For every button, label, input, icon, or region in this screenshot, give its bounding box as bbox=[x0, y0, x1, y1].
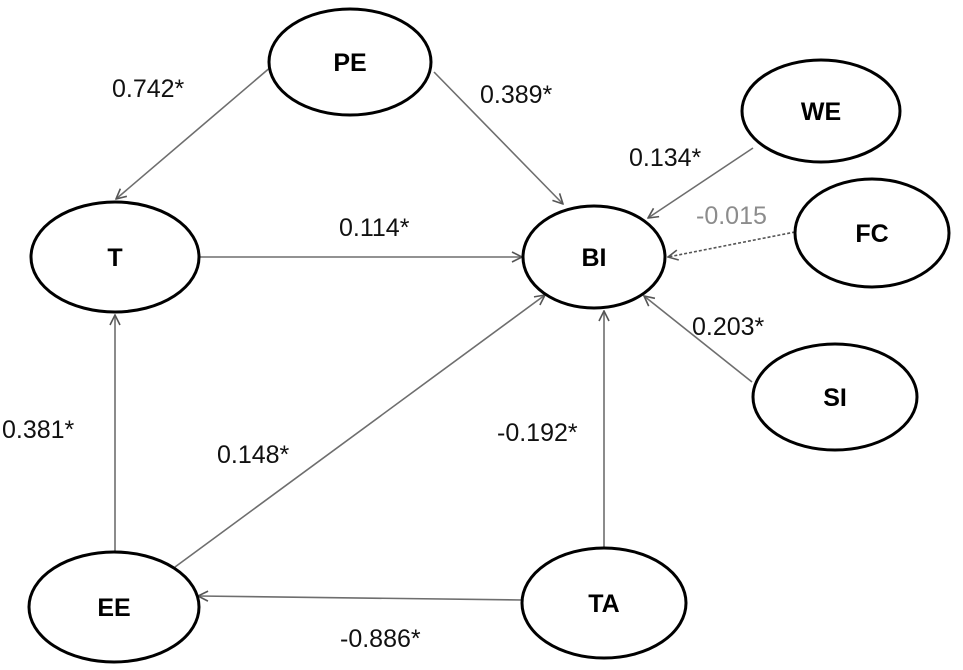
edge-label-ee-to-bi: 0.148* bbox=[217, 441, 290, 469]
node-pe: PE bbox=[267, 7, 433, 117]
node-label-we: WE bbox=[801, 98, 841, 126]
edge-ta-to-ee bbox=[198, 596, 523, 600]
node-si: SI bbox=[751, 342, 919, 452]
edge-pe-to-bi bbox=[433, 71, 563, 204]
node-bi: BI bbox=[521, 204, 667, 310]
edge-we-to-bi bbox=[648, 147, 754, 218]
edge-label-ta-to-bi: -0.192* bbox=[497, 419, 578, 447]
node-ta: TA bbox=[520, 546, 688, 660]
node-fc: FC bbox=[793, 177, 951, 289]
edge-label-pe-to-bi: 0.389* bbox=[480, 81, 553, 109]
edges bbox=[115, 65, 796, 600]
node-label-fc: FC bbox=[855, 220, 888, 248]
node-label-t: T bbox=[107, 244, 122, 272]
node-label-bi: BI bbox=[582, 244, 607, 272]
edge-si-to-bi bbox=[644, 296, 753, 383]
edge-label-ee-to-t: 0.381* bbox=[2, 416, 75, 444]
node-label-ta: TA bbox=[588, 590, 619, 618]
edge-ee-to-bi bbox=[174, 295, 545, 568]
node-we: WE bbox=[740, 58, 902, 164]
node-label-si: SI bbox=[823, 384, 847, 412]
edge-label-fc-to-bi: -0.015 bbox=[696, 202, 767, 230]
node-label-pe: PE bbox=[333, 49, 366, 77]
edge-label-t-to-bi: 0.114* bbox=[339, 214, 410, 242]
edge-label-si-to-bi: 0.203* bbox=[692, 313, 765, 341]
edge-label-pe-to-t: 0.742* bbox=[112, 75, 185, 103]
edge-label-we-to-bi: 0.134* bbox=[629, 144, 702, 172]
node-label-ee: EE bbox=[97, 594, 130, 622]
edge-fc-to-bi bbox=[668, 231, 796, 257]
edge-pe-to-t bbox=[116, 65, 273, 199]
node-t: T bbox=[29, 200, 201, 314]
edge-label-ta-to-ee: -0.886* bbox=[340, 625, 421, 653]
edge-labels: 0.742* 0.389* 0.134* -0.015 0.114* 0.203… bbox=[2, 75, 767, 653]
node-ee: EE bbox=[27, 550, 201, 664]
